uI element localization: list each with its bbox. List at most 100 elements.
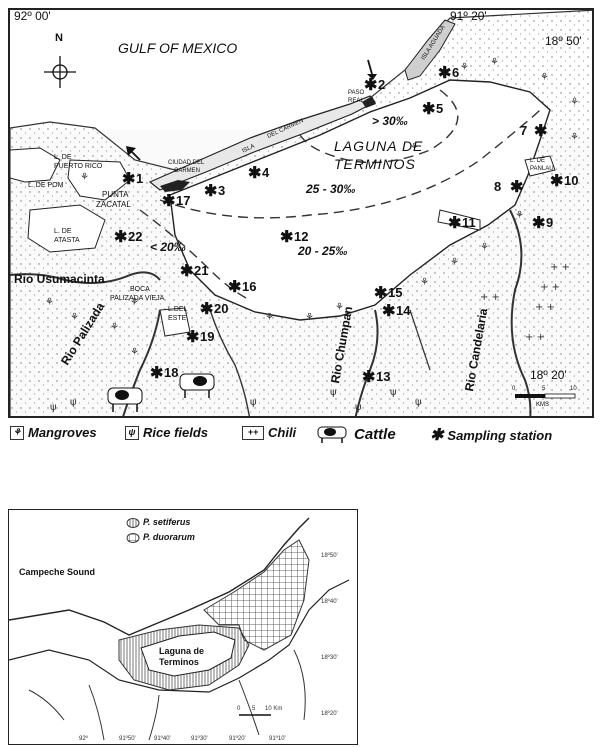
coord-label: 18º 20' bbox=[530, 368, 567, 382]
lon-label: 91º30' bbox=[191, 736, 208, 742]
scale-label: 0 bbox=[237, 706, 241, 712]
mangrove-icon: ⚘ bbox=[130, 297, 139, 308]
chili-icon: + + bbox=[535, 302, 555, 313]
legend-cattle: Cattle bbox=[316, 425, 396, 443]
lon-label: 91º10' bbox=[269, 736, 286, 742]
station-marker: ✱ bbox=[550, 173, 563, 190]
mangrove-icon: ⚘ bbox=[490, 57, 499, 68]
place-label: L. DE bbox=[530, 158, 546, 164]
station-number: 7 bbox=[520, 123, 528, 138]
chili-icon: + + bbox=[525, 332, 545, 343]
mangrove-icon: ⚘ bbox=[460, 62, 469, 73]
cattle-icon bbox=[107, 387, 143, 412]
station-marker: ✱ bbox=[438, 65, 451, 82]
place-label: PUNTA bbox=[102, 190, 129, 199]
salinity-label: > 30‰ bbox=[372, 114, 408, 128]
map-drawing: ✱ ✱ ✱ ✱ ✱ ✱ ✱ ✱ ✱ ✱ ✱ ✱ ✱ ✱ ✱ ✱ ✱ ✱ ✱ ✱ … bbox=[10, 10, 592, 416]
station-number: 13 bbox=[376, 369, 391, 384]
mangrove-icon: ⚘ bbox=[570, 97, 579, 108]
place-label: ESTE bbox=[168, 315, 187, 322]
rice-icon: ψ bbox=[415, 397, 422, 408]
cattle-icon bbox=[317, 426, 347, 443]
scale-label: 0 bbox=[512, 386, 516, 392]
lon-label: 91º40' bbox=[154, 736, 171, 742]
coord-label: 91º 20' bbox=[450, 9, 487, 23]
station-marker: ✱ bbox=[200, 301, 213, 318]
place-label: L.DEL bbox=[168, 306, 188, 313]
station-number: 5 bbox=[436, 101, 444, 116]
legend-mangroves: ⚘ Mangroves bbox=[10, 425, 97, 440]
station-number: 1 bbox=[136, 171, 144, 186]
salinity-label: 20 - 25‰ bbox=[298, 244, 348, 258]
rice-icon: ψ bbox=[125, 425, 139, 440]
rice-icon: ψ bbox=[390, 387, 397, 398]
scale-label: 5 bbox=[252, 706, 256, 712]
cattle-icon bbox=[179, 373, 215, 398]
scale-label: KMS bbox=[536, 402, 550, 408]
lat-label: 18º50' bbox=[321, 553, 338, 559]
scale-label: 5 bbox=[542, 386, 546, 392]
chili-icon: ++ bbox=[242, 425, 264, 440]
station-number: 22 bbox=[128, 229, 143, 244]
laguna-label: TERMINOS bbox=[334, 156, 416, 172]
rice-icon: ψ bbox=[355, 402, 362, 413]
campeche-label: Campeche Sound bbox=[19, 567, 96, 577]
station-marker: ✱ bbox=[162, 193, 175, 210]
scale-label: 10 Km bbox=[265, 706, 283, 712]
station-number: 14 bbox=[396, 303, 411, 318]
mangrove-icon: ⚘ bbox=[45, 297, 54, 308]
station-marker: ✱ bbox=[422, 101, 435, 118]
station-number: 16 bbox=[242, 279, 257, 294]
scale-label: 10 bbox=[570, 386, 577, 392]
station-marker: ✱ bbox=[186, 329, 199, 346]
station-number: 20 bbox=[214, 301, 229, 316]
station-marker: ✱ bbox=[374, 285, 387, 302]
mangrove-icon: ⚘ bbox=[515, 210, 524, 221]
station-marker: ✱ bbox=[364, 77, 377, 94]
lat-label: 18º30' bbox=[321, 655, 338, 661]
mangrove-icon: ⚘ bbox=[335, 302, 344, 313]
mangrove-icon: ⚘ bbox=[450, 257, 459, 268]
setiferus-swatch bbox=[126, 518, 140, 528]
mangrove-icon: ⚘ bbox=[130, 347, 139, 358]
place-label: PASO bbox=[348, 90, 365, 96]
rice-icon: ψ bbox=[330, 387, 337, 398]
mangrove-icon: ⚘ bbox=[70, 312, 79, 323]
legend-rice: ψ Rice fields bbox=[125, 425, 208, 440]
river-label: Rio Usumacinta bbox=[14, 272, 105, 286]
laguna-label: Laguna de bbox=[159, 646, 205, 656]
scale-bar bbox=[515, 393, 576, 399]
legend-label: Sampling station bbox=[447, 427, 553, 443]
lon-label: 91º20' bbox=[229, 736, 246, 742]
place-label: L. DE bbox=[54, 154, 72, 161]
station-marker: ✱ bbox=[362, 369, 375, 386]
compass-north-letter: N bbox=[55, 32, 63, 44]
duorarum-swatch bbox=[126, 533, 140, 543]
lat-label: 18º40' bbox=[321, 599, 338, 605]
station-number: 2 bbox=[378, 77, 386, 92]
legend-label: Cattle bbox=[354, 425, 396, 443]
map-legend: ⚘ Mangroves ψ Rice fields ++ Chili Cattl… bbox=[10, 425, 595, 445]
chili-icon: + + bbox=[550, 262, 570, 273]
legend-label: Mangroves bbox=[28, 425, 97, 440]
place-label: L. DE bbox=[54, 228, 72, 235]
station-number: 10 bbox=[564, 173, 579, 188]
station-marker: ✱ bbox=[122, 171, 135, 188]
lon-label: 91º50' bbox=[119, 736, 136, 742]
station-marker: ✱ bbox=[114, 229, 127, 246]
legend-label: Rice fields bbox=[143, 425, 209, 440]
place-label: CARMEN bbox=[174, 168, 201, 174]
station-number: 3 bbox=[218, 183, 226, 198]
station-number: 15 bbox=[388, 285, 403, 300]
lon-label: 92º bbox=[79, 736, 88, 742]
station-number: 18 bbox=[164, 365, 179, 380]
station-marker: ✱ bbox=[228, 279, 241, 296]
mangrove-icon: ⚘ bbox=[10, 425, 24, 440]
station-number: 11 bbox=[462, 215, 476, 230]
mangrove-icon: ⚘ bbox=[540, 72, 549, 83]
place-label: ZACATAL bbox=[96, 200, 131, 209]
mangrove-icon: ⚘ bbox=[480, 242, 489, 253]
coord-label: 92º 00' bbox=[14, 9, 51, 23]
compass-rose bbox=[44, 56, 76, 88]
laguna-label: LAGUNA DE bbox=[334, 138, 424, 154]
